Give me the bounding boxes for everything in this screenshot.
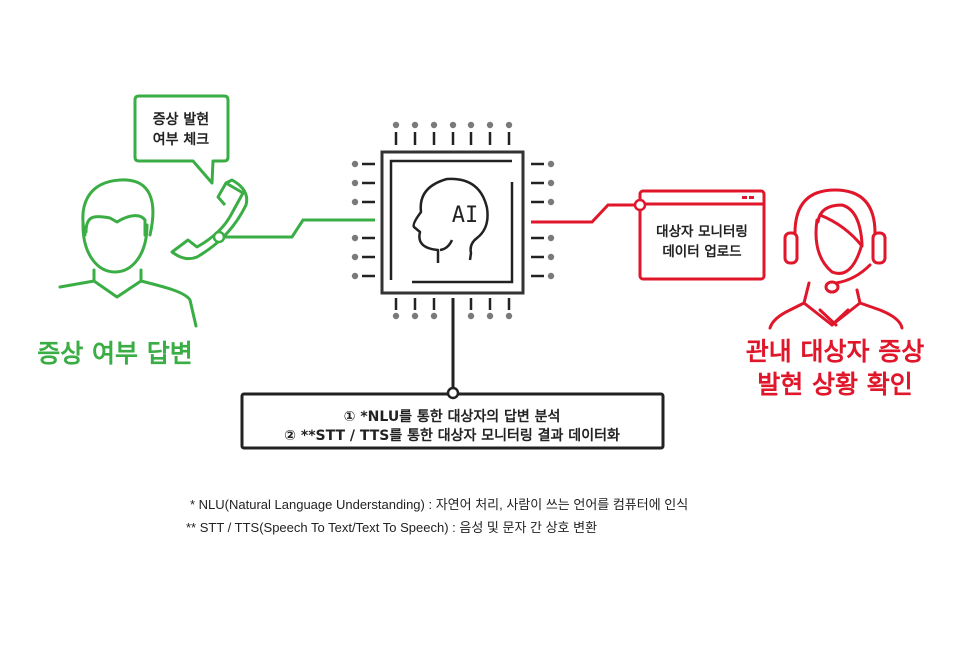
chip-pin-dot: [351, 179, 359, 187]
chip-pin-dot: [351, 160, 359, 168]
speech-bubble: 증상 발현 여부 체크: [133, 94, 230, 185]
footnote-stt: ** STT / TTS(Speech To Text/Text To Spee…: [186, 520, 597, 535]
bubble-text-line1: 증상 발현: [153, 111, 209, 128]
green-connector: [212, 218, 375, 244]
footnote-nlu: * NLU(Natural Language Understanding) : …: [190, 497, 688, 512]
process-item-1: ① *NLU를 통한 대상자의 답변 분석: [344, 408, 561, 425]
upload-window: 대상자 모니터링 데이터 업로드: [633, 189, 766, 281]
chip-pin-dot: [467, 121, 475, 129]
process-item-2: ② **STT / TTS를 통한 대상자 모니터링 결과 데이터화: [284, 427, 620, 444]
chip-pin-dot: [351, 234, 359, 242]
window-text-line1: 대상자 모니터링: [656, 224, 748, 240]
chip-pin-dot: [392, 121, 400, 129]
chip-pin-dot: [411, 312, 419, 320]
operator-headset-icon: [768, 188, 904, 330]
chip-pin-dot: [547, 179, 555, 187]
chip-pin-dot: [351, 272, 359, 280]
chip-pin-dot: [505, 312, 513, 320]
person-icon: [58, 178, 198, 328]
chip-pin-dot: [430, 121, 438, 129]
chip-pin-dot: [449, 121, 457, 129]
ai-label: AI: [452, 203, 479, 228]
chip-pin-dot: [392, 312, 400, 320]
phone-icon: [170, 178, 249, 261]
red-connector: [531, 203, 634, 224]
right-caption-line1: 관내 대상자 증상: [746, 337, 924, 366]
chip-pin-dot: [505, 121, 513, 129]
left-caption: 증상 여부 답변: [37, 339, 192, 368]
chip-pin-dot: [430, 312, 438, 320]
chip-pin-dot: [547, 198, 555, 206]
window-text-line2: 데이터 업로드: [662, 243, 742, 260]
chip-pin-dot: [467, 312, 475, 320]
chip-pin-dot: [486, 312, 494, 320]
chip-pin-dot: [351, 198, 359, 206]
chip-pin-dot: [547, 253, 555, 261]
process-box: ① *NLU를 통한 대상자의 답변 분석 ② **STT / TTS를 통한 …: [240, 386, 665, 450]
chip-pin-dot: [547, 234, 555, 242]
ai-chip-icon: AI: [351, 121, 555, 320]
chip-pin-dot: [351, 253, 359, 261]
bubble-text-line2: 여부 체크: [153, 131, 210, 148]
right-caption-line2: 발현 상황 확인: [757, 370, 912, 399]
chip-pin-dot: [411, 121, 419, 129]
chip-pin-dot: [486, 121, 494, 129]
chip-pin-dot: [547, 272, 555, 280]
chip-pin-dot: [547, 160, 555, 168]
